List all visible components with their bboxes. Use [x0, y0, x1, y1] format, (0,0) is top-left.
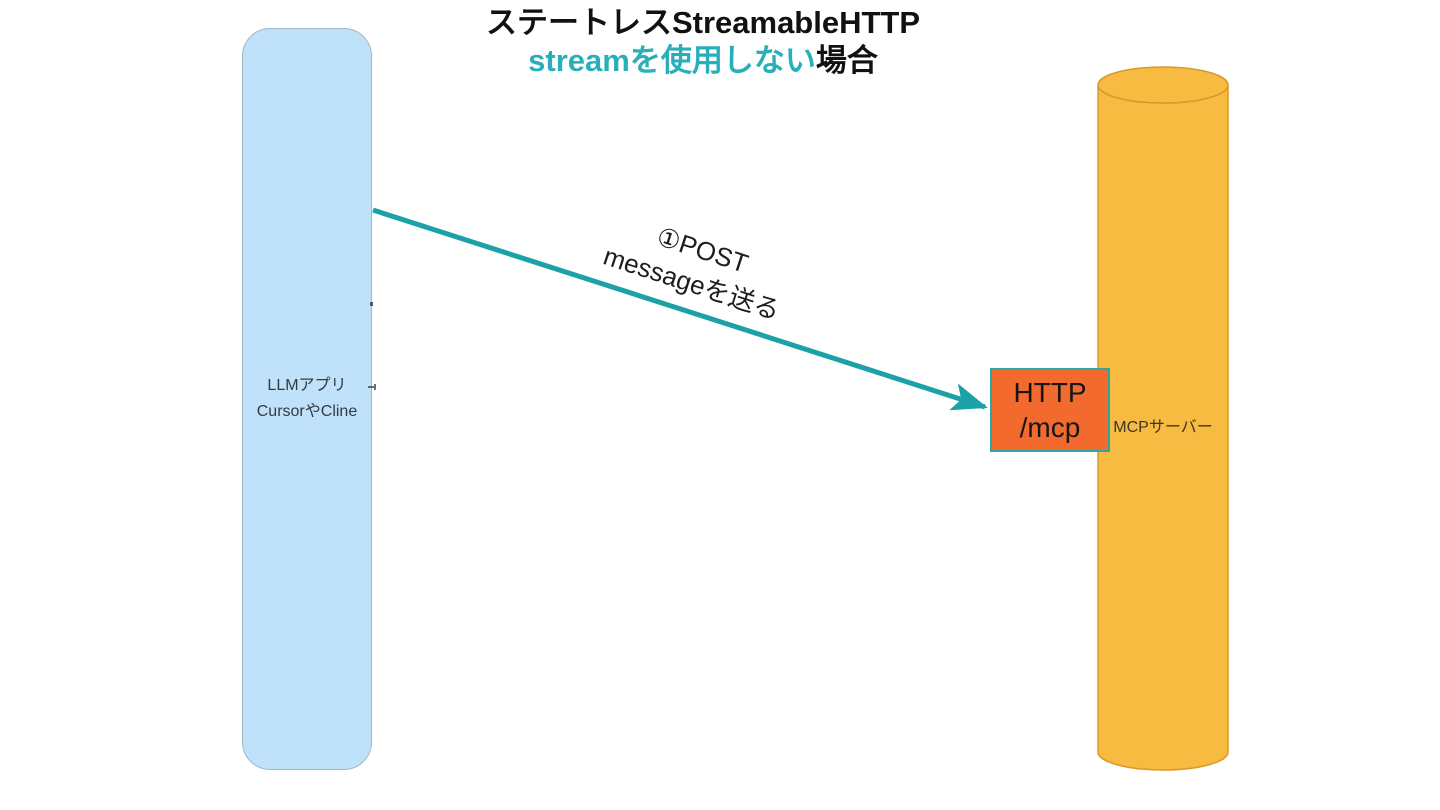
http-mcp-endpoint-box: HTTP /mcp [990, 368, 1110, 452]
llm-app-label: LLMアプリ CursorやCline [257, 373, 357, 425]
title-line2-rest: 場合 [815, 43, 878, 78]
endpoint-label-line1: HTTP [1013, 377, 1087, 408]
post-message-arrow-label: ①POST messageを送る [548, 189, 845, 345]
title-line-2: streamを使用しない場合 [486, 42, 920, 80]
stray-mark-dot [370, 302, 373, 306]
llm-app-label-line1: LLMアプリ [267, 377, 347, 394]
diagram-title: ステートレスStreamableHTTP streamを使用しない場合 [486, 4, 920, 80]
llm-app-node: LLMアプリ CursorやCline [242, 28, 372, 770]
title-line-1: ステートレスStreamableHTTP [485, 5, 921, 40]
mcp-server-label: MCPサーバー [1113, 419, 1213, 436]
llm-app-label-line2: CursorやCline [256, 403, 358, 420]
server-cylinder-top [1097, 66, 1229, 104]
title-highlight: streamを使用しない [528, 43, 816, 78]
stray-mark-tick [368, 384, 376, 390]
endpoint-label-line2: /mcp [1019, 412, 1081, 443]
